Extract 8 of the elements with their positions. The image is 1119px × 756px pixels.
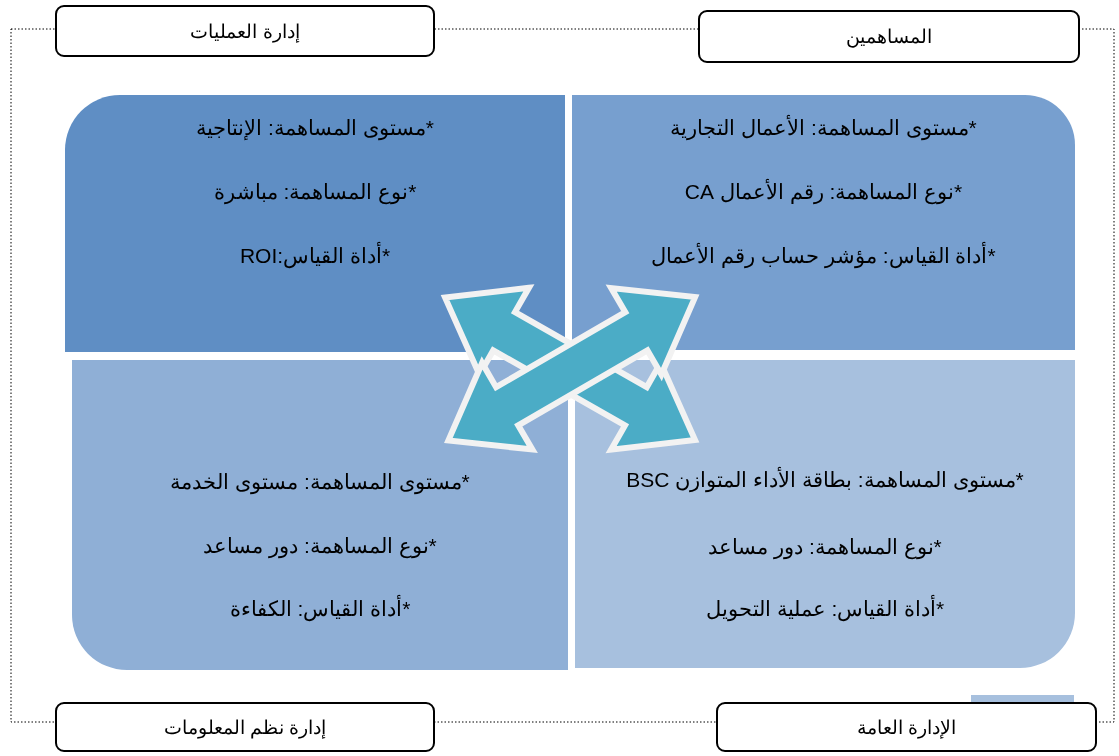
quadrant-panel bbox=[72, 360, 568, 670]
quadrant-panel bbox=[575, 360, 1075, 668]
quadrant-panel bbox=[65, 95, 565, 352]
label-box: الإدارة العامة bbox=[716, 702, 1097, 752]
label-box: إدارة نظم المعلومات bbox=[55, 702, 435, 752]
label-box: إدارة العمليات bbox=[55, 5, 435, 57]
quadrant-panel bbox=[572, 95, 1075, 350]
label-box: المساهمين bbox=[698, 10, 1080, 63]
